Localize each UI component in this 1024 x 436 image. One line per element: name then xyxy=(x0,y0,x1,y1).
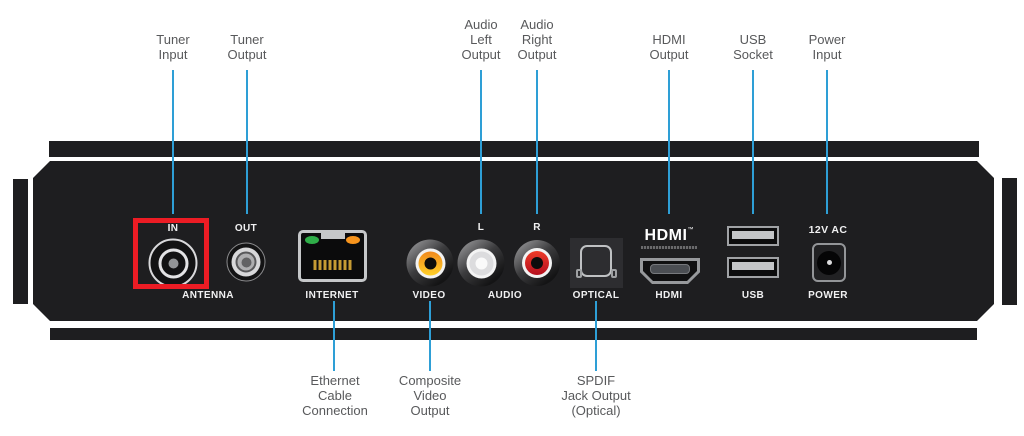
usb-port-top xyxy=(727,226,779,246)
callout-hdmi-output: HDMI Output xyxy=(649,32,689,62)
audio-label: AUDIO xyxy=(487,290,523,301)
leader-line-tuner-input xyxy=(172,70,174,214)
leader-line-audio-left xyxy=(480,70,482,214)
callout-spdif-jack-output: SPDIF Jack Output (Optical) xyxy=(561,373,631,418)
antenna-out-coax-port xyxy=(226,242,266,282)
callout-power-input: Power Input xyxy=(808,32,846,62)
audio-right-label: R xyxy=(533,222,541,233)
callout-audio-right-output: Audio Right Output xyxy=(517,17,557,62)
power-rating-label: 12V AC xyxy=(808,224,848,236)
leader-line-spdif xyxy=(595,301,597,371)
coax-center-hole xyxy=(241,257,251,267)
leader-line-power xyxy=(826,70,828,214)
optical-label: OPTICAL xyxy=(572,290,620,301)
callout-tuner-output: Tuner Output xyxy=(227,32,267,62)
ethernet-port xyxy=(298,230,367,282)
optical-right-foot xyxy=(611,269,617,278)
coax-inner-ring xyxy=(158,248,188,278)
chassis-right-tab xyxy=(1002,178,1017,305)
video-label: VIDEO xyxy=(412,290,446,301)
callout-usb-socket: USB Socket xyxy=(733,32,773,62)
chassis-bottom-edge xyxy=(50,328,977,340)
leader-line-hdmi xyxy=(668,70,670,214)
optical-left-foot xyxy=(576,269,582,278)
rca-center-hole xyxy=(531,257,543,269)
rca-center-hole xyxy=(424,257,436,269)
leader-line-usb xyxy=(752,70,754,214)
video-rca-port xyxy=(406,239,454,287)
hdmi-trademark: ™ xyxy=(687,227,694,233)
coax-center-pin xyxy=(168,258,178,268)
optical-port xyxy=(570,238,623,288)
antenna-in-label: IN xyxy=(167,223,179,234)
audio-right-rca-port xyxy=(514,240,560,286)
callout-ethernet-cable-connection: Ethernet Cable Connection xyxy=(302,373,368,418)
callout-tuner-input: Tuner Input xyxy=(156,32,190,62)
audio-left-label: L xyxy=(477,222,485,233)
usb-port-bottom xyxy=(727,257,779,278)
hdmi-logo: HDMI™ xyxy=(639,227,699,249)
usb-tongue xyxy=(732,231,774,239)
antenna-in-coax-port xyxy=(148,238,198,288)
hdmi-label: HDMI xyxy=(655,290,683,301)
tuner-input-highlight-box xyxy=(133,218,209,289)
usb-tongue xyxy=(732,262,774,270)
rj45-clip-notch xyxy=(320,232,345,239)
optical-door-outline xyxy=(580,245,612,277)
callout-audio-left-output: Audio Left Output xyxy=(461,17,501,62)
hdmi-port xyxy=(640,258,700,284)
rear-panel-body xyxy=(33,161,994,321)
ethernet-gold-pins xyxy=(313,260,352,270)
callout-composite-video-output: Composite Video Output xyxy=(398,373,462,418)
leader-line-tuner-output xyxy=(246,70,248,214)
hdmi-logo-text: HDMI xyxy=(644,227,688,244)
leader-line-composite-video xyxy=(429,301,431,371)
power-jack xyxy=(812,243,846,282)
ethernet-green-led xyxy=(305,236,319,244)
rca-center-hole xyxy=(475,257,487,269)
leader-line-ethernet xyxy=(333,301,335,371)
ethernet-orange-led xyxy=(346,236,360,244)
power-label: POWER xyxy=(808,290,848,301)
internet-label: INTERNET xyxy=(305,290,359,301)
power-jack-pin xyxy=(826,260,832,265)
chassis-left-tab xyxy=(13,179,28,304)
hdmi-port-tongue xyxy=(650,264,690,274)
antenna-group-label: ANTENNA xyxy=(182,290,234,301)
chassis-top-edge xyxy=(49,141,979,157)
audio-left-rca-port xyxy=(457,239,505,287)
antenna-out-label: OUT xyxy=(234,223,258,234)
usb-label: USB xyxy=(741,290,765,301)
hdmi-tagline-bar xyxy=(641,246,697,249)
leader-line-audio-right xyxy=(536,70,538,214)
